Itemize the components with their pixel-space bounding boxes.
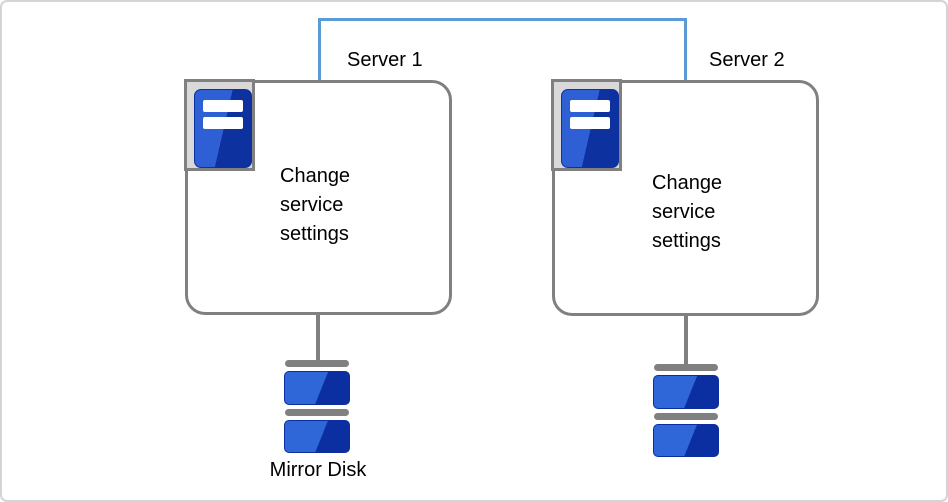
mirror-disk-label: Mirror Disk xyxy=(269,459,367,481)
server-tower-icon xyxy=(194,89,252,168)
disk-platter xyxy=(653,424,719,457)
server2-service-settings-text: Change service settings xyxy=(652,172,723,252)
heartbeat-connector-line xyxy=(318,18,687,80)
server1-label: Server 1 xyxy=(347,49,423,71)
server-slot-bar xyxy=(570,100,610,112)
disk-cap-bar xyxy=(285,409,349,416)
server2-disk-connector xyxy=(684,314,688,366)
server-tower-icon xyxy=(561,89,619,168)
server-slot-bar xyxy=(203,117,243,129)
server-slot-bar xyxy=(570,117,610,129)
disk-cap-bar xyxy=(285,360,349,367)
disk-platter xyxy=(284,420,350,453)
server1-disk-stack-icon xyxy=(284,360,350,453)
disk-cap-bar xyxy=(654,413,718,420)
server1-disk-connector xyxy=(316,313,320,361)
server1-service-settings-text: Change service settings xyxy=(280,165,351,245)
server2-label: Server 2 xyxy=(709,49,785,71)
server2-disk-stack-icon xyxy=(653,364,719,457)
server-slot-bar xyxy=(203,100,243,112)
disk-cap-bar xyxy=(654,364,718,371)
disk-platter xyxy=(653,375,719,409)
server2-icon-frame xyxy=(551,79,622,171)
disk-platter xyxy=(284,371,350,405)
server1-icon-frame xyxy=(184,79,255,171)
